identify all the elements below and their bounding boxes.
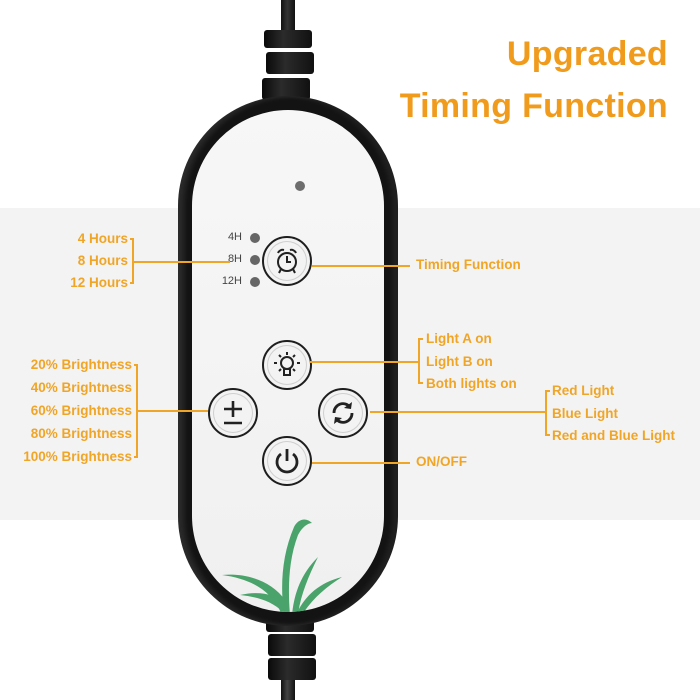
brightness-option-100: 100% Brightness <box>23 449 132 464</box>
connector-line <box>132 261 230 263</box>
timer-option-12h: 12 Hours <box>70 275 128 290</box>
bracket-line <box>134 456 138 458</box>
strain-relief-ring <box>264 30 312 48</box>
bracket-line <box>132 238 134 283</box>
color-option-blue: Blue Light <box>552 406 618 421</box>
strain-relief-ring <box>268 658 316 680</box>
color-option-red-blue: Red and Blue Light <box>552 428 675 443</box>
connector-line <box>370 411 546 413</box>
headline-line-2: Timing Function <box>399 87 668 125</box>
status-led <box>295 181 305 191</box>
timer-button[interactable] <box>262 236 312 286</box>
power-icon <box>275 449 299 474</box>
color-mode-button[interactable] <box>318 388 368 438</box>
bracket-line <box>545 390 550 392</box>
headline: Upgraded Timing Function <box>400 28 668 132</box>
bracket-line <box>134 364 138 366</box>
plus-minus-icon <box>224 401 242 425</box>
timer-indicator-12h: 12H <box>204 274 264 290</box>
bracket-line <box>130 238 134 240</box>
strain-relief-ring <box>266 52 314 74</box>
connector-line <box>312 265 410 267</box>
timer-button-label: Timing Function <box>416 257 521 272</box>
brightness-option-40: 40% Brightness <box>30 380 132 395</box>
light-mode-option-b: Light B on <box>426 354 493 369</box>
connector-line <box>310 361 420 363</box>
strain-relief-ring <box>262 78 310 100</box>
indicator-led-icon <box>250 277 260 287</box>
indicator-led-icon <box>250 255 260 265</box>
timer-option-4h: 4 Hours <box>77 231 128 246</box>
cable-bottom <box>281 680 295 700</box>
timer-indicator-8h: 8H <box>204 252 264 268</box>
bracket-line <box>545 390 547 436</box>
brightness-option-20: 20% Brightness <box>30 357 132 372</box>
refresh-cycle-icon <box>332 402 354 424</box>
light-mode-option-both: Both lights on <box>426 376 517 391</box>
headline-line-1: Upgraded <box>506 35 668 73</box>
bracket-line <box>418 382 423 384</box>
indicator-led-icon <box>250 233 260 243</box>
power-button-label: ON/OFF <box>416 454 467 469</box>
bracket-line <box>418 338 423 340</box>
brightness-option-60: 60% Brightness <box>30 403 132 418</box>
bracket-line <box>130 282 134 284</box>
color-option-red: Red Light <box>552 383 615 398</box>
light-mode-option-a: Light A on <box>426 331 492 346</box>
brightness-option-80: 80% Brightness <box>30 426 132 441</box>
power-button[interactable] <box>262 436 312 486</box>
bracket-line <box>545 434 550 436</box>
plant-icon <box>222 519 342 612</box>
light-bulb-icon <box>274 352 300 376</box>
connector-line <box>312 462 410 464</box>
connector-line <box>136 410 208 412</box>
timer-option-8h: 8 Hours <box>77 253 128 268</box>
timer-indicator-4h: 4H <box>204 230 264 246</box>
alarm-clock-icon <box>277 248 297 274</box>
light-mode-button[interactable] <box>262 340 312 390</box>
brightness-button[interactable] <box>208 388 258 438</box>
strain-relief-ring <box>268 634 316 656</box>
bracket-line <box>418 338 420 384</box>
